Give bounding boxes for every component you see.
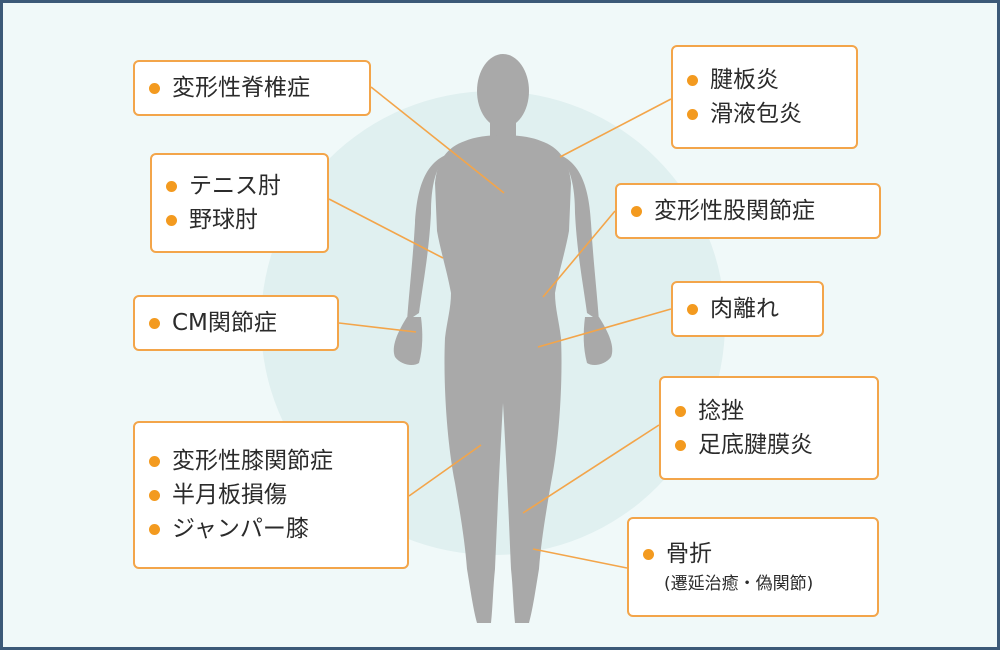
box-hip: 変形性股関節症 — [615, 183, 881, 239]
line-shoulder — [559, 98, 672, 158]
bullet-dot — [166, 180, 177, 192]
box-shoulder: 腱板炎 滑液包炎 — [671, 45, 858, 149]
line-fracture — [532, 548, 628, 569]
item-jumper-knee: ジャンパー膝 — [149, 512, 391, 546]
silhouette-right-hand — [583, 317, 613, 365]
connector-lines — [328, 86, 672, 569]
line-muscle — [537, 308, 672, 348]
line-elbow — [328, 198, 444, 259]
line-knee — [408, 444, 482, 497]
box-cm-joint: CM関節症 — [133, 295, 339, 351]
silhouette-right-arm — [555, 153, 599, 321]
line-spine — [370, 86, 505, 194]
line-cm — [338, 322, 417, 333]
bullet-dot — [149, 82, 160, 94]
box-ankle: 捻挫 足底腱膜炎 — [659, 376, 879, 480]
human-silhouette — [393, 54, 613, 623]
silhouette-left-hand — [393, 317, 423, 365]
bullet-dot — [149, 523, 160, 535]
box-elbow: テニス肘 野球肘 — [150, 153, 329, 253]
body-illustration — [328, 54, 672, 623]
item-hip-oa: 変形性股関節症 — [631, 194, 863, 228]
item-meniscus: 半月板損傷 — [149, 478, 391, 512]
bullet-dot — [675, 405, 686, 417]
bullet-dot — [631, 205, 642, 217]
bullet-dot — [687, 108, 698, 120]
silhouette-left-arm — [407, 153, 451, 321]
bullet-dot — [687, 303, 698, 315]
item-muscle-strain: 肉離れ — [687, 292, 806, 326]
bullet-dot — [643, 548, 654, 560]
item-bursitis: 滑液包炎 — [687, 97, 840, 131]
bullet-dot — [166, 214, 177, 226]
bullet-dot — [149, 455, 160, 467]
item-spine: 変形性脊椎症 — [149, 71, 353, 105]
item-cm-joint: CM関節症 — [149, 306, 321, 340]
bullet-dot — [687, 74, 698, 86]
bullet-dot — [149, 317, 160, 329]
item-knee-oa: 変形性膝関節症 — [149, 444, 391, 478]
line-ankle — [522, 424, 660, 514]
item-sprain: 捻挫 — [675, 394, 861, 428]
item-fracture: 骨折 — [643, 537, 861, 571]
item-tennis-elbow: テニス肘 — [166, 169, 311, 203]
item-baseball-elbow: 野球肘 — [166, 203, 311, 237]
bullet-dot — [675, 439, 686, 451]
box-knee: 変形性膝関節症 半月板損傷 ジャンパー膝 — [133, 421, 409, 569]
bullet-dot — [149, 489, 160, 501]
item-rotator-cuff: 腱板炎 — [687, 63, 840, 97]
box-spine: 変形性脊椎症 — [133, 60, 371, 116]
box-fracture: 骨折 (遷延治癒・偽関節) — [627, 517, 879, 617]
silhouette-torso-legs — [435, 135, 571, 623]
line-hip — [542, 210, 616, 298]
item-plantar-fasciitis: 足底腱膜炎 — [675, 428, 861, 462]
box-muscle: 肉離れ — [671, 281, 824, 337]
fracture-subtext: (遷延治癒・偽関節) — [664, 574, 814, 594]
silhouette-head — [477, 54, 529, 128]
